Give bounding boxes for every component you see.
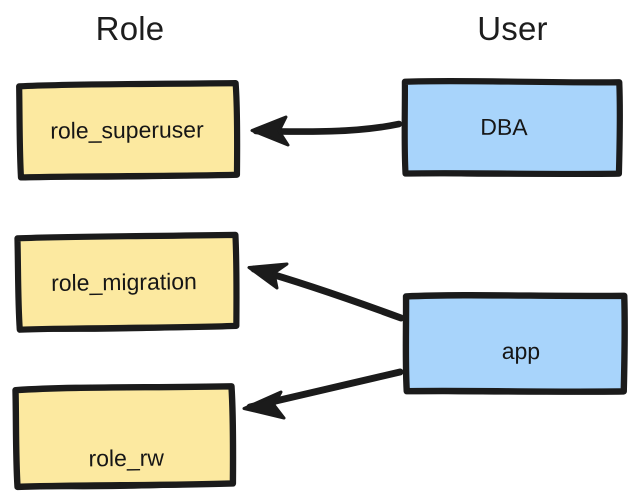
node-app[interactable]: app [402, 292, 628, 395]
edge-dba-to-role-superuser-hit[interactable] [244, 116, 406, 146]
node-role-rw[interactable]: role_rw [12, 383, 237, 491]
node-dba[interactable]: DBA [401, 77, 623, 178]
edge-app-to-role-rw-hit[interactable] [240, 366, 406, 418]
node-label: DBA [480, 113, 528, 141]
node-label: role_superuser [50, 115, 204, 144]
node-label: app [501, 337, 541, 364]
node-label: role_rw [88, 444, 165, 472]
node-fill [13, 385, 235, 488]
node-label: role_migration [50, 267, 198, 296]
edge-app-to-role-migration-hit[interactable] [244, 262, 406, 322]
node-role-migration[interactable]: role_migration [14, 231, 240, 333]
node-role-superuser[interactable]: role_superuser [16, 80, 241, 181]
column-header-role: Role [95, 10, 165, 47]
column-header-user: User [477, 10, 548, 47]
